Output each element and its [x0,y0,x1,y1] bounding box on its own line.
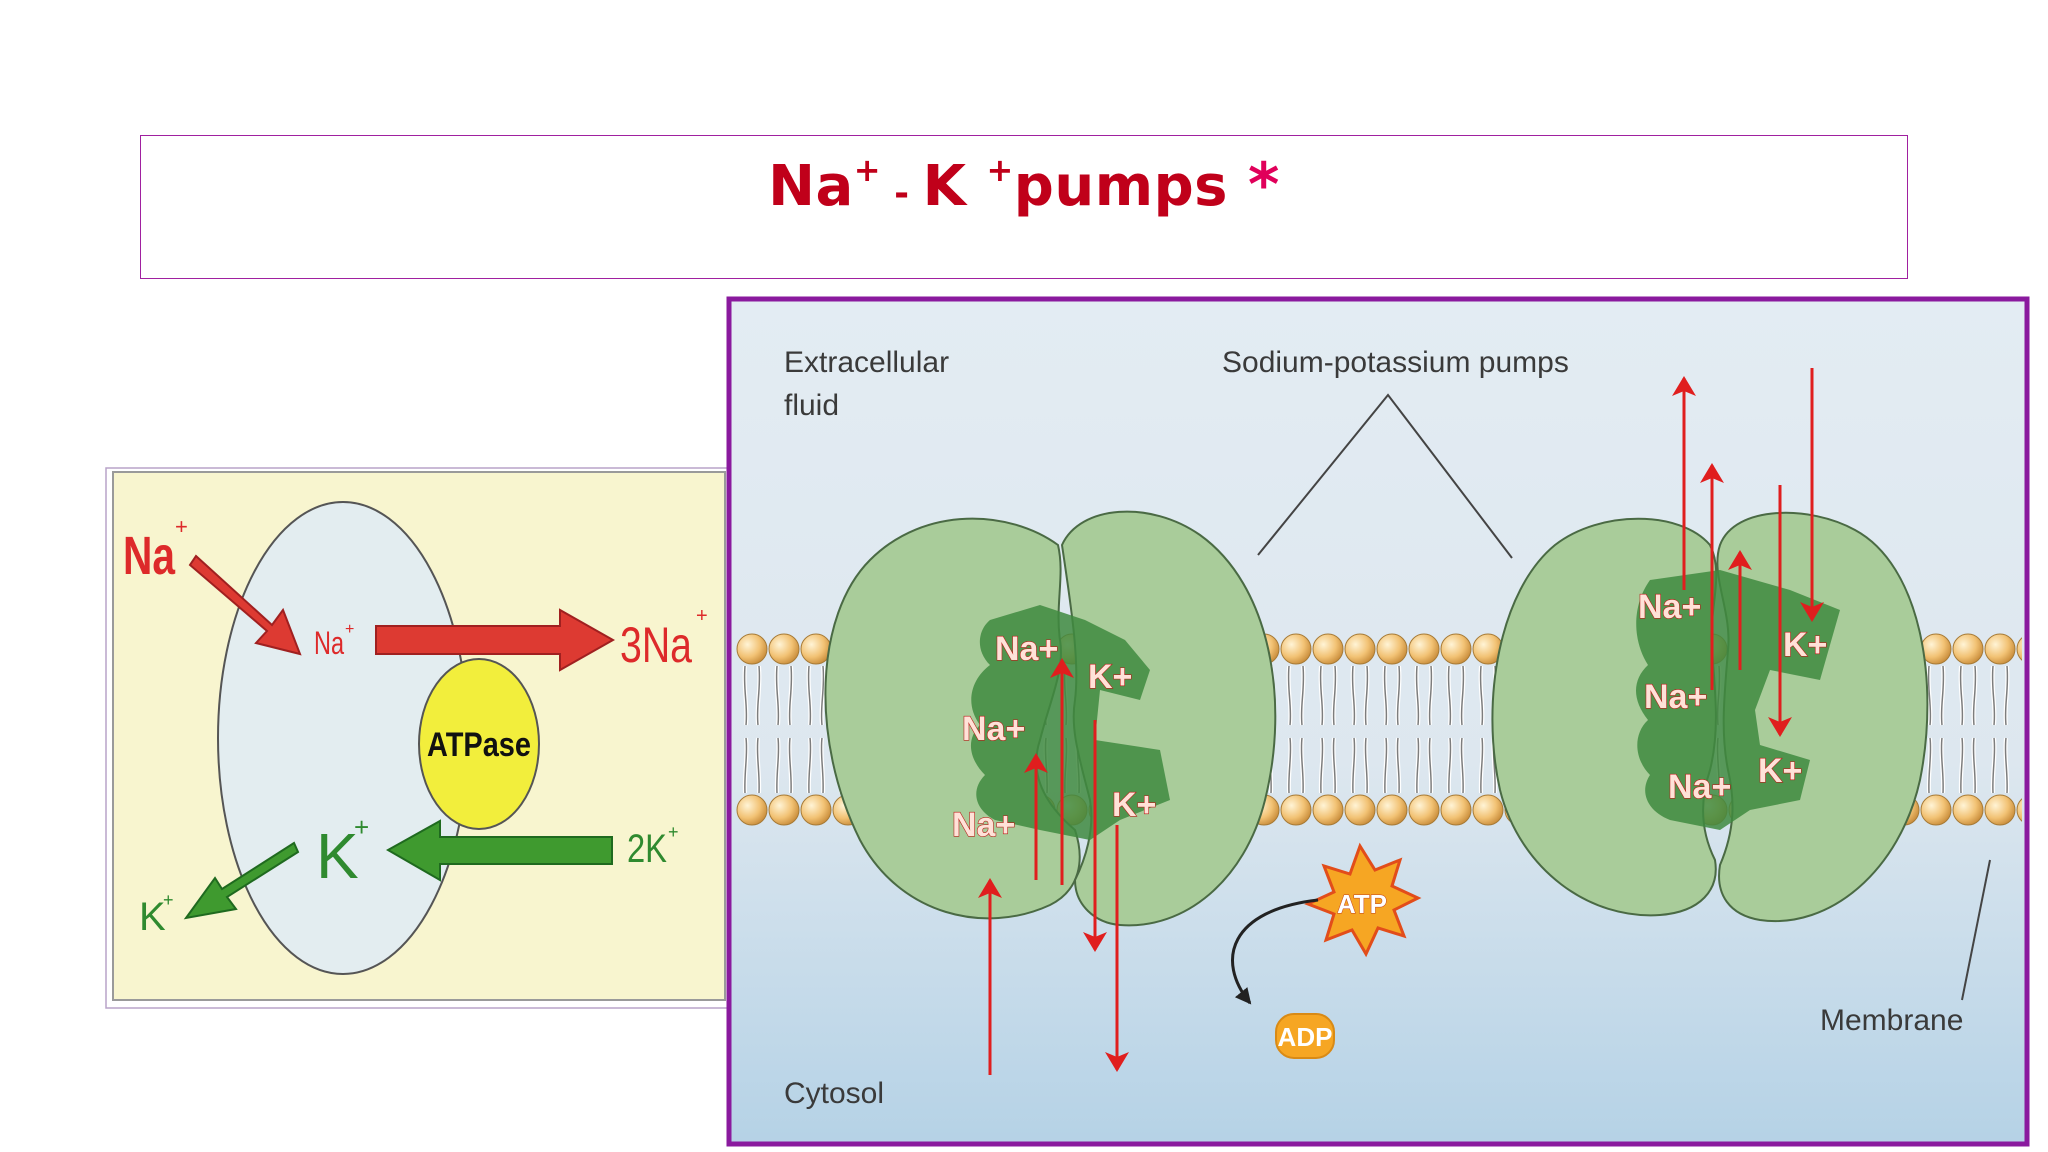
na-label-5: Na+ [1644,678,1707,716]
k-import-arrow [385,819,613,882]
atpase-label: ATPase [427,726,531,764]
extracellular-label: Extracellular [784,346,949,379]
na-label-3: Na+ [952,806,1015,844]
atpase-ellipse [418,658,540,830]
na-inside-sup: + [345,621,354,638]
k-outward-arrow [183,841,300,920]
atp-to-adp-arrow [1231,898,1319,1005]
adp-label: ADP [1278,1022,1333,1052]
k-label-1: K+ [1088,658,1132,696]
title-box [140,135,1908,279]
cytosol-label: Cytosol [784,1077,884,1110]
three-na-label: 3Na [620,617,692,673]
atp-starburst [1304,842,1422,958]
na-inward-arrow [188,554,302,656]
atp-label: ATP [1337,889,1387,919]
right-diagram: Na+ Na+ Na+ K+ K+ Na+ Na+ Na+ K+ K+ [726,296,2030,1147]
extracellular-label-2: fluid [784,389,839,422]
k-inside-sup: + [354,812,369,842]
na-inside-label: Na [314,625,344,661]
three-na-sup: + [696,605,708,627]
two-k-sup: + [668,822,679,842]
two-k-label: 2K [627,827,667,871]
na-label-4: Na+ [1638,588,1701,626]
na-label-2: Na+ [962,710,1025,748]
k-inside-label: K [316,820,359,892]
k-out-label: K [139,895,166,939]
left-diagram: ATPase Na + Na + 3Na + K + 2K + K + [105,467,735,1009]
k-label-3: K+ [1783,626,1827,664]
k-label-4: K+ [1758,752,1802,790]
k-label-2: K+ [1112,786,1156,824]
membrane-label: Membrane [1820,1004,1963,1037]
membrane-pointer-line [1961,859,1991,1001]
na-export-arrow [375,608,616,672]
na-outside-label: Na [123,526,176,586]
na-outside-sup: + [175,514,188,539]
pump-right-channel [1636,570,1840,830]
adp-badge [1275,1013,1335,1059]
k-out-sup: + [163,890,174,910]
pumps-pointer-lines [1257,393,1513,559]
na-label-1: Na+ [995,630,1058,668]
pumps-label: Sodium-potassium pumps [1222,346,1569,379]
slide-title: Na+ - K +pumps * [768,150,1280,220]
na-label-6: Na+ [1668,768,1731,806]
pump-left-channel [970,605,1170,840]
